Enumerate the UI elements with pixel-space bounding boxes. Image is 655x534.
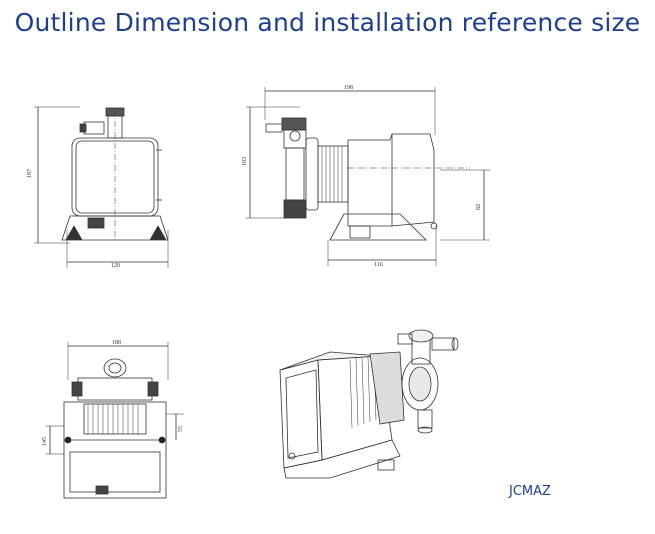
isometric-view-drawing	[279, 329, 459, 479]
brand-label: JCMAZ	[509, 484, 551, 499]
dim-top-width: 188	[112, 340, 121, 346]
dim-side-base: 116	[374, 262, 383, 268]
dim-side-height: 183	[242, 157, 248, 166]
side-view-drawing	[246, 87, 490, 266]
dim-top-left: 145	[42, 437, 48, 446]
page-title: Outline Dimension and installation refer…	[14, 8, 641, 37]
dim-top-right: 55	[178, 426, 184, 432]
dim-side-length: 198	[344, 85, 353, 91]
dim-side-small: 82	[476, 204, 482, 210]
front-view-drawing	[34, 106, 169, 268]
dim-front-width: 120	[111, 263, 120, 269]
dim-front-height: 187	[27, 169, 33, 178]
top-view-drawing	[46, 342, 184, 499]
